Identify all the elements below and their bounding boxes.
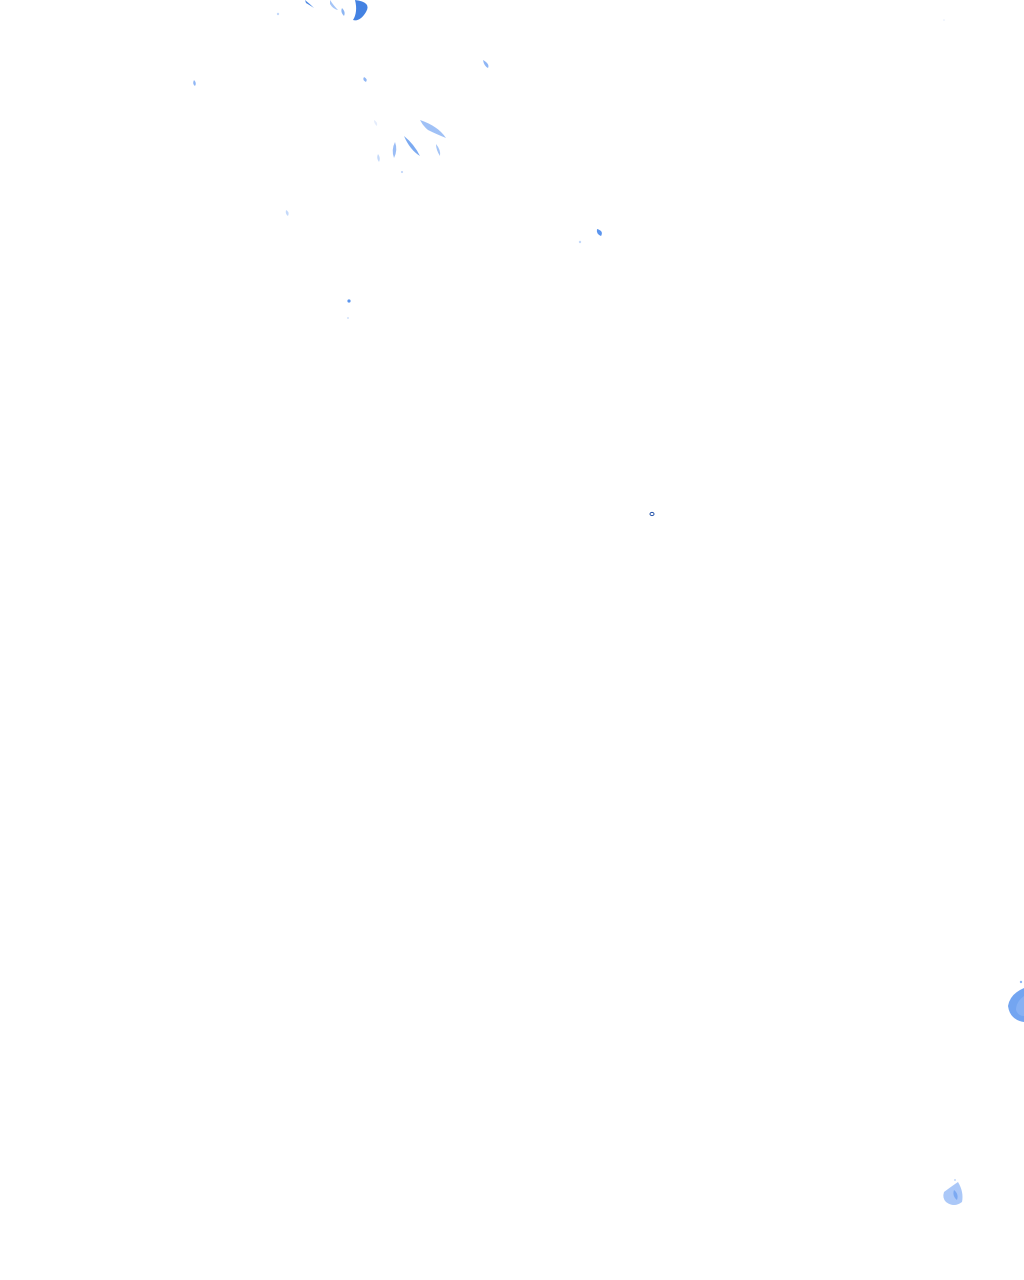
speckle xyxy=(1016,996,1024,1016)
speckle xyxy=(285,210,289,216)
scattered-specks xyxy=(193,19,945,319)
speckle xyxy=(953,1190,958,1200)
speckle xyxy=(347,299,351,303)
speckle xyxy=(1019,980,1023,984)
speckle xyxy=(404,136,420,156)
speckle xyxy=(374,120,378,126)
speckle xyxy=(330,0,338,10)
top-speckle-cluster xyxy=(276,0,368,21)
bottom-right-speckle-cluster xyxy=(943,1179,963,1205)
speckle xyxy=(347,317,349,319)
speckle xyxy=(436,144,441,156)
speckle xyxy=(377,154,380,162)
speckle xyxy=(943,19,945,21)
speckle xyxy=(954,1179,956,1181)
middle-upper-speckle-cluster xyxy=(374,120,446,162)
speckle xyxy=(276,12,280,16)
speckle xyxy=(305,0,314,8)
speckle xyxy=(363,77,367,82)
speckle xyxy=(353,0,368,21)
speckle xyxy=(483,60,489,68)
speckle xyxy=(341,8,345,16)
right-edge-speckle-cluster xyxy=(1008,980,1024,1022)
speckle xyxy=(193,80,196,86)
speckle xyxy=(400,170,404,174)
speckle xyxy=(596,229,602,236)
speckle xyxy=(943,1182,963,1205)
center-marker xyxy=(649,511,655,517)
speckle xyxy=(578,240,582,244)
speckle xyxy=(392,142,397,158)
speckle xyxy=(420,120,446,138)
